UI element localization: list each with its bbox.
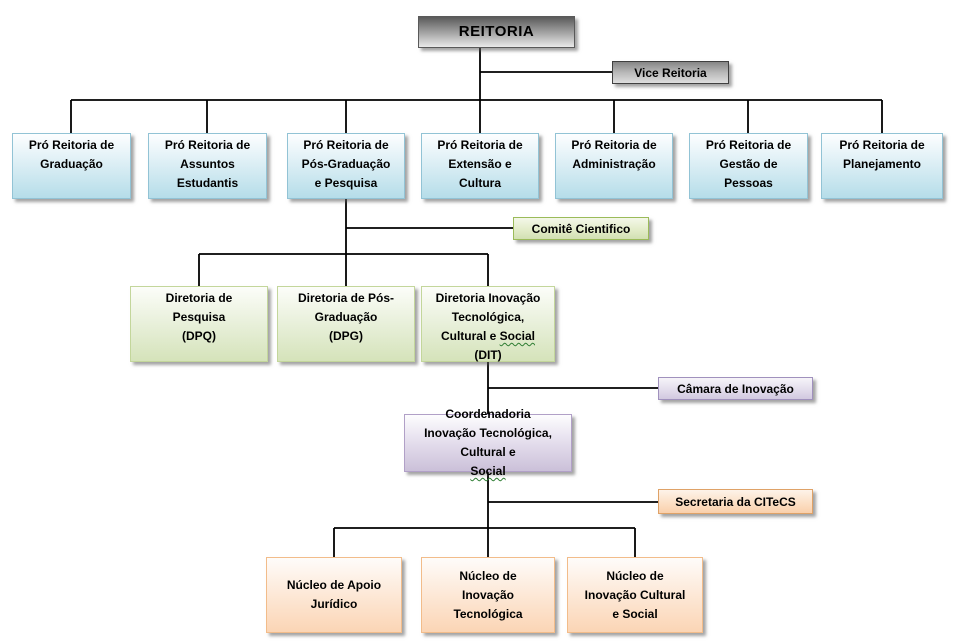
org-box-camara-inovacao: Câmara de Inovação <box>658 377 813 400</box>
spellcheck-squiggle-word: Social <box>470 464 506 478</box>
org-box-vice-reitoria: Vice Reitoria <box>612 61 729 84</box>
org-box-secretaria-citecs: Secretaria da CITeCS <box>658 489 813 514</box>
org-box-reitoria: REITORIA <box>418 16 575 48</box>
spellcheck-squiggle-word: Social <box>499 329 536 343</box>
org-box-comite-cientifico: Comitê Cientifico <box>513 217 649 240</box>
connector-group <box>70 48 883 557</box>
org-box-diretoria-pos-graduacao-dpg: Diretoria de Pós-Graduação(DPG) <box>277 286 415 362</box>
